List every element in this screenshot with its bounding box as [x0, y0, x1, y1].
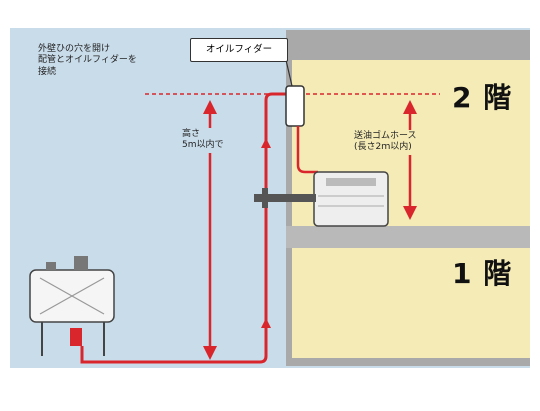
floor-slab — [286, 226, 530, 248]
floor1-label: 1 階 — [452, 257, 513, 290]
floor2-label: 2 階 — [452, 81, 513, 114]
first-floor-room — [292, 248, 530, 358]
outer-wall-note: 外壁ひの穴を開け 配管とオイルフィダーを 接続 — [38, 44, 137, 77]
flow-arrow-icon — [261, 318, 271, 328]
callout-leader — [285, 59, 293, 87]
oil-feeder-unit — [285, 85, 305, 127]
rubber-hose-label: 送油ゴムホース (長さ2ｍ以内) — [352, 130, 419, 155]
roof — [286, 30, 530, 60]
exhaust-pipe — [254, 194, 316, 202]
oil-tank — [29, 256, 115, 356]
heater-unit — [313, 171, 389, 227]
height-limit-label: 高さ 5m以内で — [180, 128, 226, 153]
hose-length-arrow — [403, 100, 417, 220]
oil-feeder-label: オイルフィダー — [190, 38, 288, 62]
oil-pipe — [80, 92, 286, 364]
rubber-hose — [296, 126, 318, 174]
flow-arrow-icon — [261, 138, 271, 148]
